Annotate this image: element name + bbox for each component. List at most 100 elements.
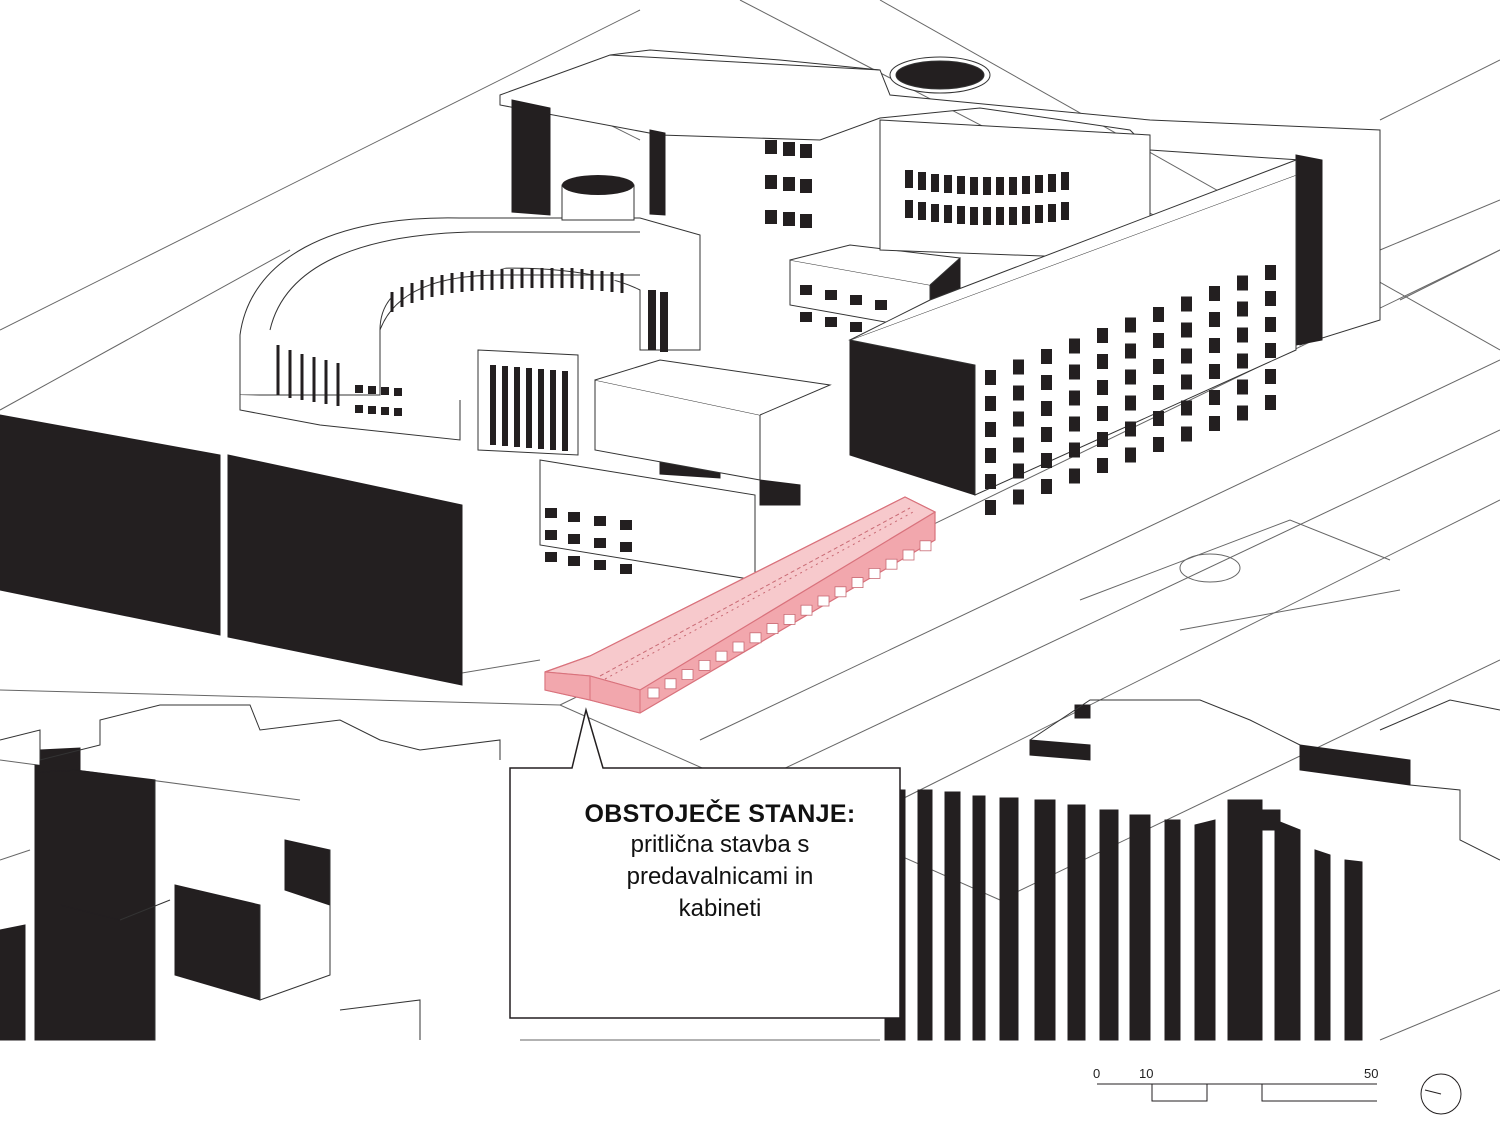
tower-window	[1097, 432, 1108, 447]
tower-window	[1153, 437, 1164, 452]
callout-text: OBSTOJEČE STANJE: pritlična stavba s pre…	[512, 800, 898, 925]
tower-window	[1013, 385, 1024, 401]
highlight-window	[834, 586, 847, 598]
tower-window	[1013, 463, 1024, 479]
tower-window	[985, 370, 996, 385]
tower-window	[1069, 468, 1080, 484]
tower-window	[1153, 411, 1164, 426]
tower-window	[1041, 453, 1052, 468]
tower-window	[1125, 421, 1136, 437]
highlight-window	[664, 678, 677, 690]
highlight-window	[800, 604, 813, 616]
tower-window	[1265, 343, 1276, 358]
highlight-window	[885, 558, 898, 570]
tower-window	[985, 500, 996, 515]
tower-window	[1125, 369, 1136, 385]
callout-box	[509, 707, 901, 1019]
scale-label-10: 10	[1139, 1066, 1154, 1081]
tower-window	[1153, 333, 1164, 348]
tower-window	[1041, 349, 1052, 364]
window-grids	[355, 140, 1069, 574]
tower-window	[1013, 411, 1024, 427]
callout-line-3: kabineti	[678, 895, 762, 922]
tower-window	[1125, 343, 1136, 359]
tower-window	[1125, 395, 1136, 411]
highlight-window	[647, 687, 660, 699]
tower-window	[1181, 296, 1192, 312]
tower-window	[1237, 353, 1248, 369]
tower-window	[1153, 385, 1164, 400]
tower-window	[1069, 364, 1080, 380]
site-ground-lines	[0, 0, 1500, 1041]
highlight-window	[919, 540, 932, 552]
tower-window	[1237, 379, 1248, 395]
tower-window	[1041, 427, 1052, 442]
tower-window	[1181, 426, 1192, 442]
tower-window	[1097, 406, 1108, 421]
tower-window	[1209, 416, 1220, 431]
tower-window	[1125, 317, 1136, 333]
tower-window	[1209, 338, 1220, 353]
tower-window	[1069, 390, 1080, 406]
tower-window	[985, 422, 996, 437]
existing-lecture-building-highlight	[544, 496, 937, 714]
highlight-window	[766, 623, 779, 634]
tower-window	[1209, 286, 1220, 301]
tower-window	[1181, 348, 1192, 364]
scale-label-0: 0	[1093, 1066, 1101, 1081]
tower-window	[1181, 322, 1192, 338]
highlight-window	[732, 641, 745, 653]
tower-window	[985, 474, 996, 489]
highlight-window	[902, 549, 915, 561]
highlight-window	[681, 669, 694, 680]
tower-window	[1097, 328, 1108, 343]
scale-label-50: 50	[1364, 1066, 1379, 1081]
tower-window	[1209, 390, 1220, 405]
right-slab-tower	[848, 159, 1297, 515]
tower-window	[1041, 375, 1052, 390]
callout-line-1: pritlična stavba s	[630, 831, 810, 858]
highlight-window	[817, 595, 830, 607]
north-arrow-icon	[1420, 1073, 1462, 1115]
tower-window	[1237, 275, 1248, 291]
tower-window	[1265, 369, 1276, 384]
tower-window	[1181, 400, 1192, 416]
tower-window	[1097, 458, 1108, 473]
tower-window	[1265, 317, 1276, 332]
tower-window	[1237, 327, 1248, 343]
tower-window	[1041, 401, 1052, 416]
callout-title: OBSTOJEČE STANJE:	[584, 800, 856, 828]
tower-window	[1153, 307, 1164, 322]
tower-window	[1069, 338, 1080, 354]
highlight-window	[715, 650, 728, 662]
tower-window	[985, 396, 996, 411]
campus-outline-buildings	[499, 49, 1381, 346]
highlight-window	[749, 632, 762, 644]
curved-building-window-ribs	[276, 268, 624, 406]
tower-window	[1265, 291, 1276, 306]
tower-window	[985, 448, 996, 463]
tower-window	[1041, 479, 1052, 494]
tower-window	[1181, 374, 1192, 390]
tower-window	[1069, 442, 1080, 458]
highlight-window	[783, 614, 796, 625]
callout-line-2: predavalnicami in	[626, 863, 814, 890]
foreground-building-outlines	[0, 699, 1500, 1040]
tower-window	[1097, 380, 1108, 395]
tower-window	[1265, 265, 1276, 280]
tower-window	[1209, 312, 1220, 327]
tower-window	[1153, 359, 1164, 374]
tower-window	[1209, 364, 1220, 379]
tower-window	[1013, 437, 1024, 453]
tower-window	[1013, 359, 1024, 375]
highlight-window	[868, 568, 881, 579]
tower-window	[1013, 489, 1024, 505]
curved-building	[239, 217, 701, 441]
tower-window	[1265, 395, 1276, 410]
tower-window	[1125, 447, 1136, 463]
tower-window	[1237, 301, 1248, 317]
tower-window	[1069, 416, 1080, 432]
tower-window	[1237, 405, 1248, 421]
highlight-window	[698, 660, 711, 671]
